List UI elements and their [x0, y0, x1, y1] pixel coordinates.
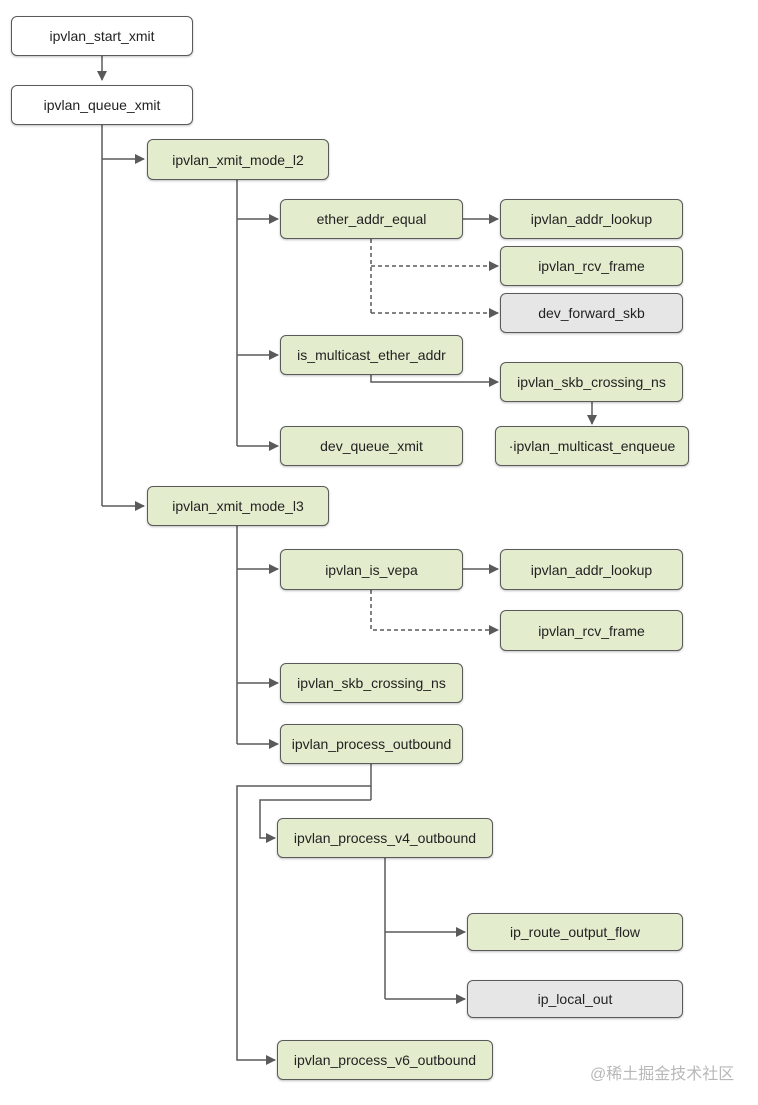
node-dev-forward-skb: dev_forward_skb — [500, 293, 683, 333]
node-ether-addr-equal: ether_addr_equal — [280, 199, 463, 239]
node-ipvlan-xmit-mode-l2: ipvlan_xmit_mode_l2 — [147, 139, 329, 180]
node-l3-ipvlan-addr-lookup: ipvlan_addr_lookup — [500, 549, 683, 590]
node-ipvlan-xmit-mode-l3: ipvlan_xmit_mode_l3 — [147, 486, 329, 526]
watermark-text: @稀土掘金技术社区 — [590, 1066, 735, 1083]
node-l3-ipvlan-skb-crossing-ns: ipvlan_skb_crossing_ns — [280, 663, 463, 703]
node-l2-ipvlan-skb-crossing-ns: ipvlan_skb_crossing_ns — [500, 362, 683, 402]
node-is-multicast-ether-addr: is_multicast_ether_addr — [280, 335, 463, 375]
edge-vepa-to-rcv — [370, 590, 499, 635]
edge-multicast-to-crossing — [370, 375, 499, 387]
node-ipvlan-process-v4-outbound: ipvlan_process_v4_outbound — [277, 818, 493, 858]
edge-outbound-to-v6 — [236, 785, 371, 1065]
node-l2-ipvlan-addr-lookup: ipvlan_addr_lookup — [500, 199, 683, 239]
node-ip-local-out: ip_local_out — [467, 980, 683, 1018]
node-ipvlan-queue-xmit: ipvlan_queue_xmit — [11, 85, 193, 125]
node-ipvlan-process-outbound: ipvlan_process_outbound — [280, 724, 463, 764]
node-dev-queue-xmit: dev_queue_xmit — [280, 426, 463, 466]
node-ipvlan-is-vepa: ipvlan_is_vepa — [280, 549, 463, 590]
edge-outbound-to-v4 — [259, 799, 371, 843]
node-ipvlan-multicast-enqueue: ·ipvlan_multicast_enqueue — [495, 426, 689, 466]
node-ip-route-output-flow: ip_route_output_flow — [467, 913, 683, 951]
node-ipvlan-start-xmit: ipvlan_start_xmit — [11, 16, 193, 56]
node-l2-ipvlan-rcv-frame: ipvlan_rcv_frame — [500, 246, 683, 286]
node-l3-ipvlan-rcv-frame: ipvlan_rcv_frame — [500, 610, 683, 651]
node-ipvlan-process-v6-outbound: ipvlan_process_v6_outbound — [277, 1040, 493, 1080]
